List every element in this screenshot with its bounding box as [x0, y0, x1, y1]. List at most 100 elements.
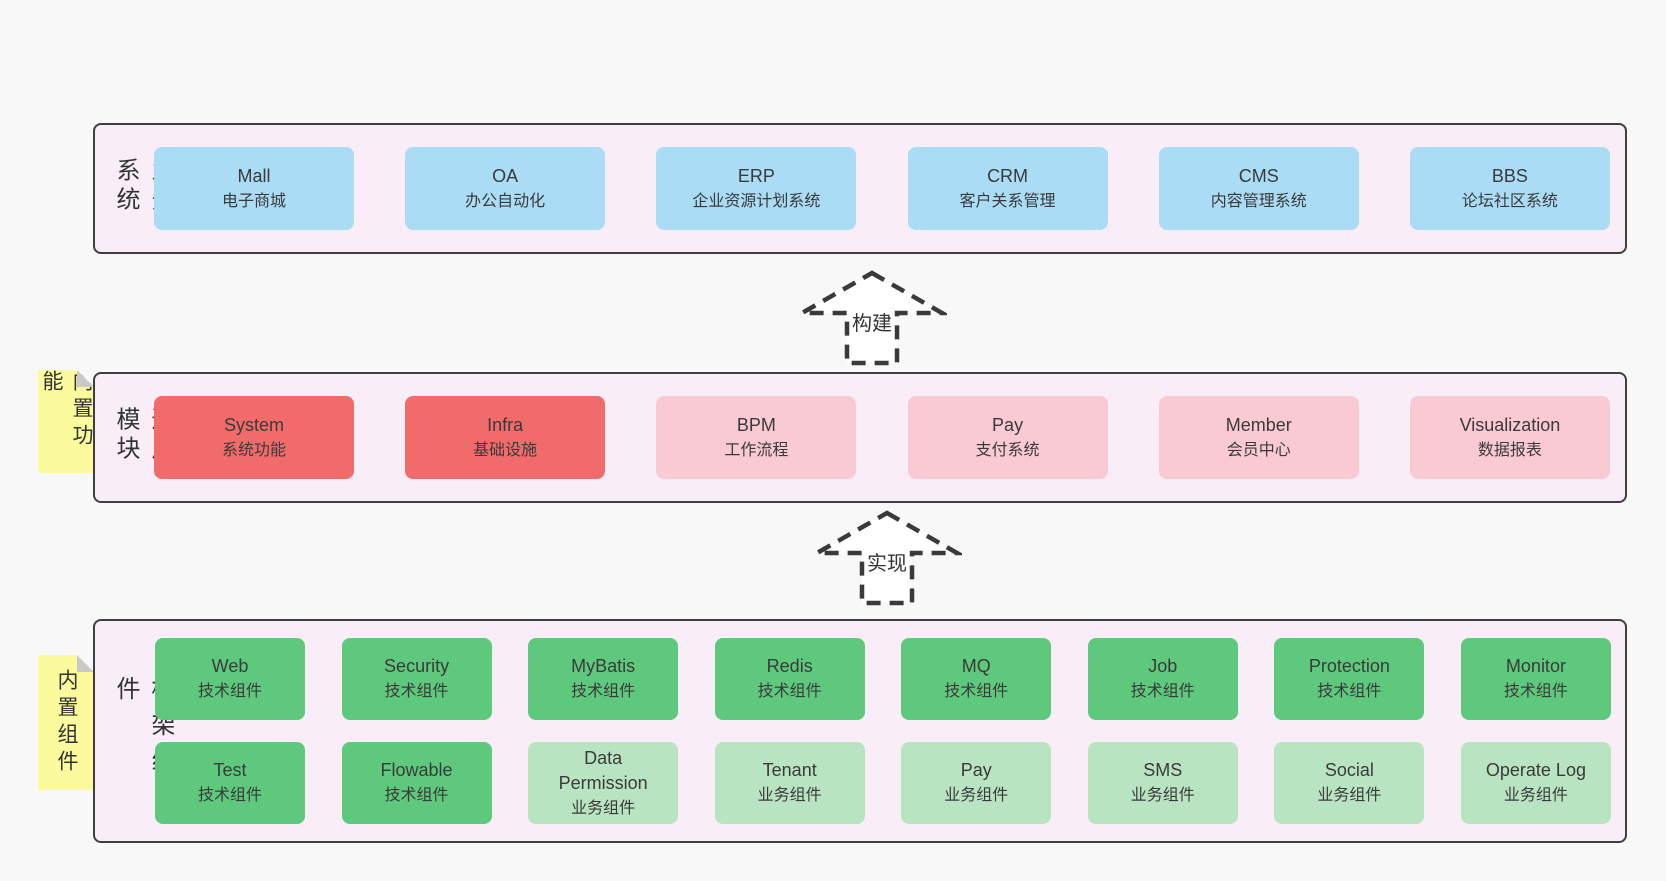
- box-subtitle: 基础设施: [473, 441, 538, 459]
- box-subtitle: 企业资源计划系统: [692, 192, 821, 210]
- business-box-erp: ERP 企业资源计划系统: [656, 147, 857, 230]
- sticky-note-built-in-components: 内置组件: [38, 655, 94, 790]
- box-title: Security: [384, 656, 450, 676]
- box-title: Protection: [1308, 656, 1390, 676]
- framework-box-protection: Protection 技术组件: [1274, 638, 1425, 720]
- box-subtitle: 客户关系管理: [959, 192, 1056, 210]
- framework-components-panel: 框架组件 Web 技术组件 Security 技术组件 MyBatis 技术组件…: [93, 619, 1627, 843]
- box-subtitle: 内容管理系统: [1210, 192, 1307, 210]
- box-title: ERP: [737, 165, 775, 186]
- box-title: OA: [492, 165, 519, 186]
- box-title: Infra: [487, 414, 524, 435]
- box-subtitle: 论坛社区系统: [1461, 192, 1558, 210]
- arrow-build-label: 构建: [852, 312, 892, 335]
- framework-box-operate-log: Operate Log 业务组件: [1460, 742, 1611, 824]
- box-subtitle: 技术组件: [1503, 683, 1568, 700]
- framework-box-monitor: Monitor 技术组件: [1460, 638, 1611, 720]
- box-subtitle: 技术组件: [384, 787, 449, 804]
- box-subtitle: 技术组件: [944, 683, 1009, 700]
- box-title: Tenant: [762, 760, 817, 780]
- box-subtitle: 技术组件: [571, 683, 636, 700]
- module-box-infra: Infra 基础设施: [405, 396, 606, 479]
- box-title: BBS: [1491, 165, 1528, 186]
- box-subtitle: 业务组件: [1503, 787, 1568, 804]
- business-boxes-row: Mall 电子商城 OA 办公自动化 ERP 企业资源计划系统 CRM 客户关系…: [154, 125, 1610, 252]
- box-subtitle: 技术组件: [197, 683, 262, 700]
- arrow-outline: [812, 510, 962, 606]
- sticky-note-built-in-features: 内置功能: [38, 370, 94, 473]
- framework-box-mybatis: MyBatis 技术组件: [528, 638, 679, 720]
- box-title: Pay: [960, 760, 992, 780]
- box-title: Job: [1148, 656, 1178, 676]
- box-subtitle: 业务组件: [944, 787, 1009, 804]
- box-subtitle: 技术组件: [1317, 683, 1382, 700]
- box-title: Redis: [766, 656, 813, 676]
- box-title: Monitor: [1505, 656, 1566, 676]
- arrow-implement-label: 实现: [867, 552, 907, 575]
- box-subtitle: 支付系统: [975, 441, 1040, 459]
- business-box-crm: CRM 客户关系管理: [907, 147, 1108, 230]
- framework-box-social: Social 业务组件: [1274, 742, 1425, 824]
- business-systems-panel: 业务系统 Mall 电子商城 OA 办公自动化 ERP 企业资源计划系统 CRM…: [93, 123, 1627, 254]
- box-title: MQ: [961, 656, 991, 676]
- module-box-system: System 系统功能: [154, 396, 354, 479]
- box-title: CRM: [987, 165, 1029, 186]
- box-title: Pay: [992, 414, 1024, 435]
- business-box-mall: Mall 电子商城: [154, 147, 354, 230]
- box-subtitle: 数据报表: [1477, 441, 1542, 459]
- business-box-cms: CMS 内容管理系统: [1158, 147, 1359, 230]
- box-subtitle: 技术组件: [197, 787, 262, 804]
- box-title: Test: [213, 760, 247, 780]
- box-subtitle: 工作流程: [724, 441, 789, 459]
- framework-box-security: Security 技术组件: [341, 638, 492, 720]
- business-box-oa: OA 办公自动化: [405, 147, 606, 230]
- module-box-bpm: BPM 工作流程: [656, 396, 857, 479]
- framework-box-redis: Redis 技术组件: [714, 638, 865, 720]
- arrow-outline: [797, 270, 947, 366]
- framework-row-1: Web 技术组件 Security 技术组件 MyBatis 技术组件 Redi…: [155, 638, 1611, 720]
- box-title: MyBatis: [571, 656, 636, 676]
- box-subtitle: 电子商城: [221, 192, 286, 210]
- box-title: SMS: [1143, 760, 1183, 780]
- module-box-visualization: Visualization 数据报表: [1409, 396, 1610, 479]
- box-title: Data Permission: [558, 747, 648, 793]
- sticky-label: 内置组件: [55, 668, 78, 777]
- box-subtitle: 会员中心: [1226, 441, 1291, 459]
- box-subtitle: 系统功能: [221, 441, 286, 459]
- box-title: Social: [1324, 760, 1374, 780]
- modules-boxes-row: System 系统功能 Infra 基础设施 BPM 工作流程 Pay 支付系统…: [154, 374, 1610, 501]
- box-subtitle: 业务组件: [1130, 787, 1195, 804]
- box-subtitle: 办公自动化: [465, 192, 546, 210]
- common-modules-panel: 通用模块 System 系统功能 Infra 基础设施 BPM 工作流程 Pay…: [93, 372, 1627, 503]
- framework-box-tenant: Tenant 业务组件: [714, 742, 865, 824]
- box-title: Mall: [237, 165, 271, 186]
- framework-box-sms: SMS 业务组件: [1087, 742, 1238, 824]
- framework-rows: Web 技术组件 Security 技术组件 MyBatis 技术组件 Redi…: [155, 621, 1611, 841]
- dashed-up-arrow-implement: 实现: [812, 510, 962, 606]
- framework-box-pay: Pay 业务组件: [901, 742, 1052, 824]
- framework-box-job: Job 技术组件: [1087, 638, 1238, 720]
- framework-box-mq: MQ 技术组件: [901, 638, 1052, 720]
- box-subtitle: 技术组件: [1130, 683, 1195, 700]
- box-title: System: [223, 414, 284, 435]
- framework-box-data-permission: Data Permission 业务组件: [528, 742, 679, 824]
- box-subtitle: 技术组件: [757, 683, 822, 700]
- box-subtitle: 业务组件: [1317, 787, 1382, 804]
- box-subtitle: 技术组件: [384, 683, 449, 700]
- box-subtitle: 业务组件: [571, 799, 636, 817]
- box-title: Operate Log: [1485, 760, 1586, 780]
- framework-box-test: Test 技术组件: [155, 742, 305, 824]
- box-title: BPM: [736, 414, 776, 435]
- framework-row-2: Test 技术组件 Flowable 技术组件 Data Permission …: [155, 742, 1611, 824]
- dashed-up-arrow-build: 构建: [797, 270, 947, 366]
- framework-box-web: Web 技术组件: [155, 638, 305, 720]
- box-title: Web: [211, 656, 249, 676]
- box-subtitle: 业务组件: [757, 787, 822, 804]
- framework-box-flowable: Flowable 技术组件: [341, 742, 492, 824]
- box-title: Member: [1225, 414, 1292, 435]
- module-box-pay: Pay 支付系统: [907, 396, 1108, 479]
- box-title: Visualization: [1459, 414, 1561, 435]
- module-box-member: Member 会员中心: [1158, 396, 1359, 479]
- box-title: CMS: [1238, 165, 1279, 186]
- sticky-label: 内置功能: [40, 370, 93, 451]
